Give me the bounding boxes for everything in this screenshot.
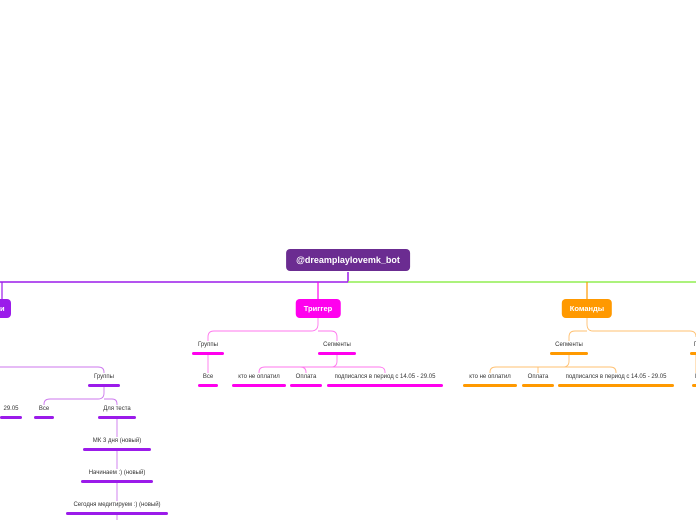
trigger-fork — [207, 317, 338, 341]
left-partial-date-node[interactable]: 29.05 — [0, 405, 22, 419]
commands-segment-label: кто не оплатил — [469, 374, 511, 380]
commands-groups-label: Гр — [693, 342, 696, 348]
trigger-all-node[interactable]: Все — [198, 373, 218, 387]
commands-segment-item[interactable]: Оплата — [522, 373, 554, 387]
left-all-node[interactable]: Все — [34, 405, 54, 419]
left-chain-label: МК 3 дня (новый) — [92, 438, 142, 444]
commands-group-item-label: В — [695, 374, 696, 380]
left-chain-underline — [66, 512, 168, 515]
trigger-groups-node[interactable]: Группы — [192, 341, 224, 355]
left-branch-node[interactable]: и — [0, 299, 11, 318]
commands-segment-label: подписался в период с 14.05 - 29.05 — [565, 374, 667, 380]
trigger-label: Триггер — [303, 304, 333, 313]
commands-segments-label: Сегменты — [555, 342, 583, 348]
commands-segment-underline — [558, 384, 674, 387]
left-for-test-label: Для теста — [103, 406, 131, 412]
left-partial-date-underline — [0, 416, 22, 419]
commands-segments-fork — [489, 352, 617, 373]
commands-segment-item[interactable]: кто не оплатил — [463, 373, 517, 387]
commands-node[interactable]: Команды — [561, 299, 613, 318]
left-groups-fork — [43, 384, 118, 405]
left-chain-node[interactable]: МК 3 дня (новый) — [83, 437, 151, 451]
root-label: @dreamplaylovemk_bot — [296, 255, 400, 265]
trigger-segments-underline — [318, 352, 356, 355]
trigger-segment-label: кто не оплатил — [238, 374, 280, 380]
trigger-segment-item[interactable]: кто не оплатил — [232, 373, 286, 387]
left-partial-date-label: 29.05 — [3, 406, 19, 412]
trigger-all-underline — [198, 384, 218, 387]
trigger-groups-label: Группы — [198, 342, 218, 348]
commands-groups-underline — [690, 352, 696, 355]
left-chain-label: Сегодня медитируем :) (новый) — [73, 502, 161, 508]
left-chain-node[interactable]: Начинаем :) (новый) — [81, 469, 153, 483]
left-chain-node[interactable]: Сегодня медитируем :) (новый) — [66, 501, 168, 515]
trigger-segments-node[interactable]: Сегменты — [318, 341, 356, 355]
left-for-test-node[interactable]: Для теста — [98, 405, 136, 419]
left-fork — [0, 366, 105, 373]
trigger-node[interactable]: Триггер — [295, 299, 341, 318]
commands-segment-item[interactable]: подписался в период с 14.05 - 29.05 — [558, 373, 674, 387]
left-chain-label: Начинаем :) (новый) — [88, 470, 146, 476]
trigger-segment-label: подписался в период с 14.05 - 29.05 — [334, 374, 436, 380]
commands-group-item-underline — [692, 384, 696, 387]
commands-segment-label: Оплата — [527, 374, 549, 380]
trigger-segment-item[interactable]: Оплата — [290, 373, 322, 387]
trigger-segment-item[interactable]: подписался в период с 14.05 - 29.05 — [327, 373, 443, 387]
trigger-groups-underline — [192, 352, 224, 355]
trigger-all-label: Все — [202, 374, 214, 380]
trigger-segment-underline — [327, 384, 443, 387]
left-all-underline — [34, 416, 54, 419]
left-groups-underline — [88, 384, 120, 387]
left-chain-underline — [83, 448, 151, 451]
left-branch-label: и — [0, 304, 5, 313]
commands-segment-underline — [522, 384, 554, 387]
commands-group-item[interactable]: В — [692, 373, 696, 387]
left-all-label: Все — [38, 406, 50, 412]
root-link-left — [0, 272, 349, 283]
commands-segments-underline — [550, 352, 588, 355]
trigger-segments-fork — [258, 352, 386, 373]
commands-segment-underline — [463, 384, 517, 387]
commands-label: Команды — [569, 304, 605, 313]
commands-groups-node[interactable]: Гр — [690, 341, 696, 355]
left-chain-underline — [81, 480, 153, 483]
trigger-segment-label: Оплата — [295, 374, 317, 380]
trigger-segments-label: Сегменты — [323, 342, 351, 348]
root-node[interactable]: @dreamplaylovemk_bot — [286, 249, 410, 271]
trigger-segment-underline — [232, 384, 286, 387]
commands-fork — [568, 317, 696, 341]
left-groups-node[interactable]: Группы — [88, 373, 120, 387]
trigger-segment-underline — [290, 384, 322, 387]
left-for-test-underline — [98, 416, 136, 419]
commands-segments-node[interactable]: Сегменты — [550, 341, 588, 355]
left-groups-label: Группы — [94, 374, 114, 380]
